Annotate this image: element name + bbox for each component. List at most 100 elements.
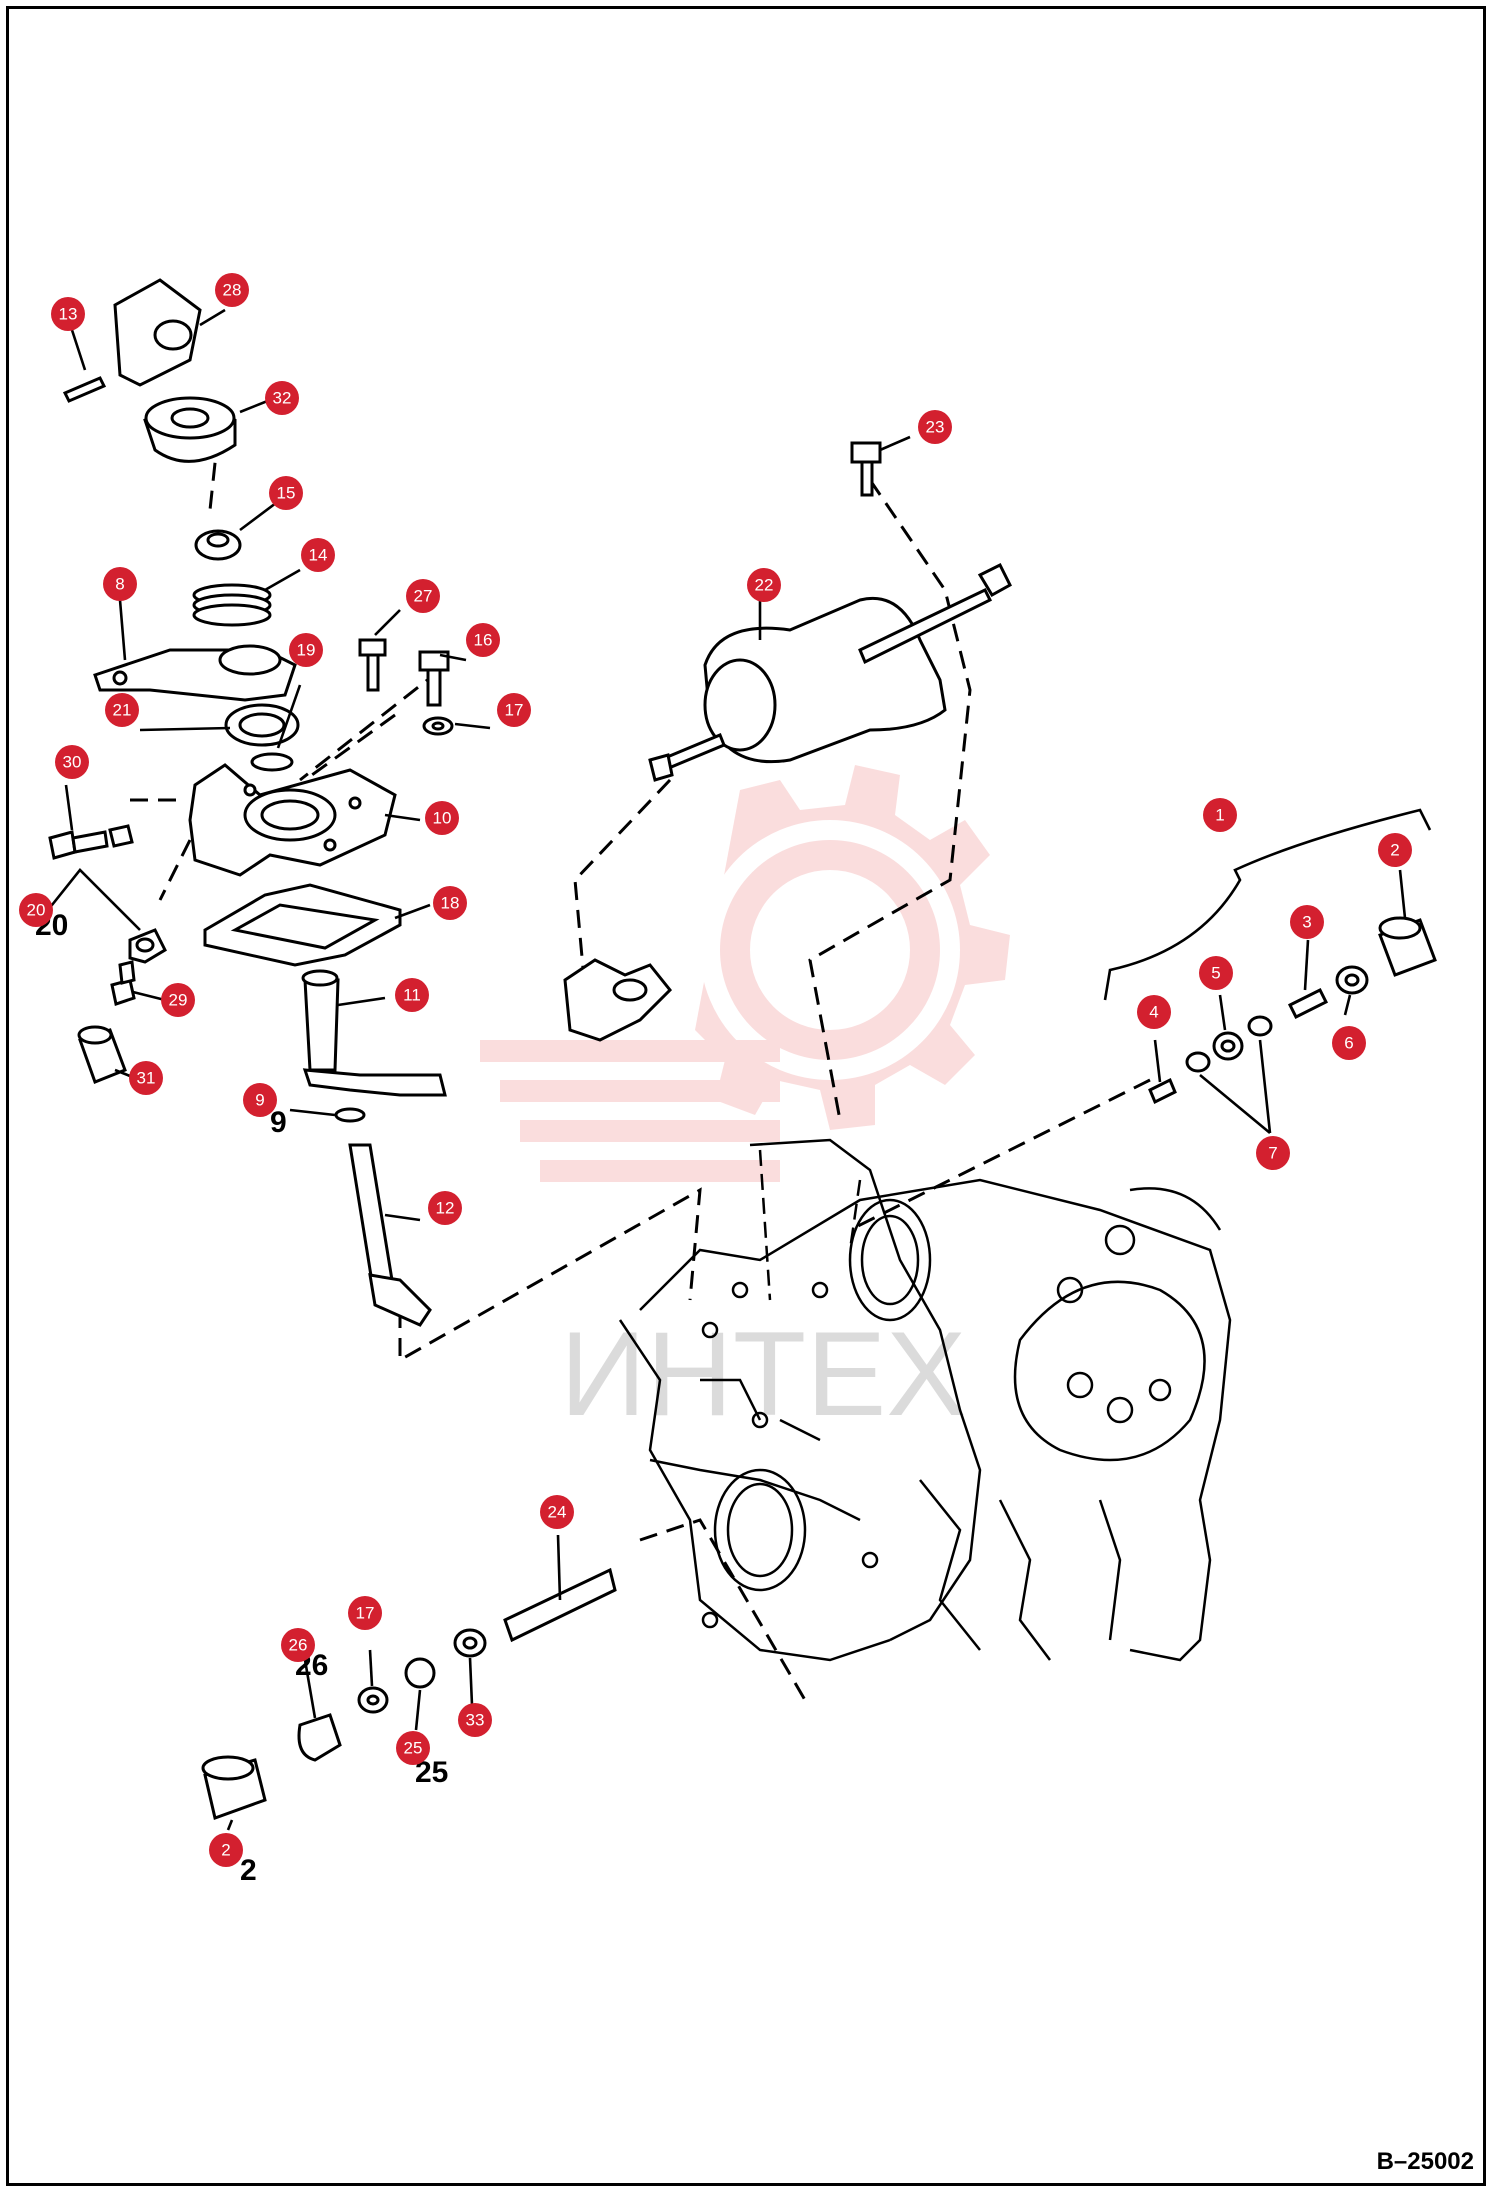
part-20-nut: [128, 928, 167, 964]
document-code: B–25002: [1376, 2148, 1474, 2175]
callout-16[interactable]: 16: [466, 623, 500, 657]
group-1-bracket: [1103, 808, 1432, 1001]
part-2-cap-bottom: [201, 1755, 267, 1820]
callout-3[interactable]: 3: [1290, 905, 1324, 939]
callout-29[interactable]: 29: [161, 983, 195, 1017]
callout-26[interactable]: 26: [281, 1628, 315, 1662]
svg-text:9: 9: [255, 1091, 264, 1110]
callout-18[interactable]: 18: [433, 886, 467, 920]
callout-2a[interactable]: 2: [1378, 833, 1412, 867]
svg-text:31: 31: [137, 1069, 156, 1088]
callout-33[interactable]: 33: [458, 1703, 492, 1737]
callout-14[interactable]: 14: [301, 538, 335, 572]
svg-text:27: 27: [414, 587, 433, 606]
part-27-bolt: [358, 638, 387, 692]
callout-11[interactable]: 11: [395, 978, 429, 1012]
engine-block: [618, 1138, 1232, 1662]
part-32-collar: [143, 396, 237, 463]
svg-text:20: 20: [27, 901, 46, 920]
callout-23[interactable]: 23: [918, 410, 952, 444]
svg-text:18: 18: [441, 894, 460, 913]
part-3-screw: [1287, 987, 1329, 1020]
svg-text:4: 4: [1149, 1003, 1158, 1022]
callout-19[interactable]: 19: [289, 633, 323, 667]
part-7-washer-b: [1185, 1051, 1211, 1073]
callout-30[interactable]: 30: [55, 745, 89, 779]
part-14-spring: [192, 583, 272, 627]
callout-15[interactable]: 15: [269, 476, 303, 510]
callout-17a[interactable]: 17: [497, 693, 531, 727]
svg-text:5: 5: [1211, 964, 1220, 983]
part-9-oring: [334, 1107, 366, 1123]
part-2-cap-right: [1378, 916, 1437, 977]
callout-13[interactable]: 13: [51, 297, 85, 331]
svg-text:26: 26: [289, 1636, 308, 1655]
svg-text:14: 14: [309, 546, 328, 565]
callouts: 13 28 32 15 14 8 27 16 19 21 17 30 10 18…: [19, 273, 1412, 1867]
part-13-pin: [62, 376, 107, 403]
part-8-lever: [93, 644, 297, 702]
callout-2b[interactable]: 2: [209, 1833, 243, 1867]
callout-32[interactable]: 32: [265, 381, 299, 415]
leader-lines: [46, 308, 1407, 1831]
printed-number-2: 2: [240, 1854, 257, 1887]
part-23-bolt: [850, 441, 882, 497]
callout-7[interactable]: 7: [1256, 1136, 1290, 1170]
callout-28[interactable]: 28: [215, 273, 249, 307]
part-19-oring: [250, 752, 294, 772]
svg-text:24: 24: [548, 1503, 567, 1522]
svg-text:15: 15: [277, 484, 296, 503]
callout-21[interactable]: 21: [105, 693, 139, 727]
part-31-cap: [77, 1025, 127, 1084]
watermark-text: ИНТЕХ: [560, 1307, 966, 1441]
part-10-housing: [188, 763, 397, 877]
svg-text:29: 29: [169, 991, 188, 1010]
part-29-bolt: [110, 960, 136, 1006]
callout-5[interactable]: 5: [1199, 956, 1233, 990]
callout-12[interactable]: 12: [428, 1191, 462, 1225]
svg-text:11: 11: [403, 986, 421, 1005]
callout-24[interactable]: 24: [540, 1495, 574, 1529]
part-24-stud: [503, 1567, 617, 1643]
part-17-washer-bottom: [357, 1686, 389, 1714]
svg-text:19: 19: [297, 641, 316, 660]
callout-22[interactable]: 22: [747, 568, 781, 602]
part-4-screw: [1148, 1077, 1177, 1105]
callout-25[interactable]: 25: [396, 1731, 430, 1765]
svg-text:16: 16: [474, 631, 493, 650]
callout-1[interactable]: 1: [1203, 798, 1237, 832]
svg-text:32: 32: [273, 389, 292, 408]
drawing-frame: [6, 6, 1486, 2186]
part-26-acorn-nut: [297, 1713, 342, 1762]
callout-17b[interactable]: 17: [348, 1596, 382, 1630]
svg-text:17: 17: [505, 701, 524, 720]
part-25-nut: [404, 1657, 436, 1689]
part-21-seal: [224, 703, 300, 747]
callout-9[interactable]: 9: [243, 1083, 277, 1117]
svg-text:6: 6: [1344, 1034, 1353, 1053]
callout-4[interactable]: 4: [1137, 995, 1171, 1029]
svg-text:30: 30: [63, 753, 82, 772]
callout-6[interactable]: 6: [1332, 1026, 1366, 1060]
svg-text:22: 22: [755, 576, 774, 595]
part-7-washer-a: [1247, 1015, 1273, 1037]
callout-27[interactable]: 27: [406, 579, 440, 613]
svg-text:10: 10: [433, 809, 452, 828]
part-18-gasket: [203, 883, 402, 967]
part-22-solenoid: [648, 562, 1012, 782]
part-17-washer-top: [422, 716, 454, 736]
svg-text:12: 12: [436, 1199, 455, 1218]
svg-text:2: 2: [221, 1841, 230, 1860]
callout-31[interactable]: 31: [129, 1061, 163, 1095]
callout-20[interactable]: 20: [19, 893, 53, 927]
part-5-nut: [1212, 1031, 1244, 1061]
callout-8[interactable]: 8: [103, 567, 137, 601]
svg-text:28: 28: [223, 281, 242, 300]
svg-text:25: 25: [404, 1739, 423, 1758]
assembly-dash-lines: [130, 434, 1151, 1701]
svg-text:2: 2: [1390, 841, 1399, 860]
callout-10[interactable]: 10: [425, 801, 459, 835]
svg-text:17: 17: [356, 1604, 375, 1623]
part-33-washer: [453, 1628, 487, 1658]
part-16-bolt: [418, 650, 450, 707]
